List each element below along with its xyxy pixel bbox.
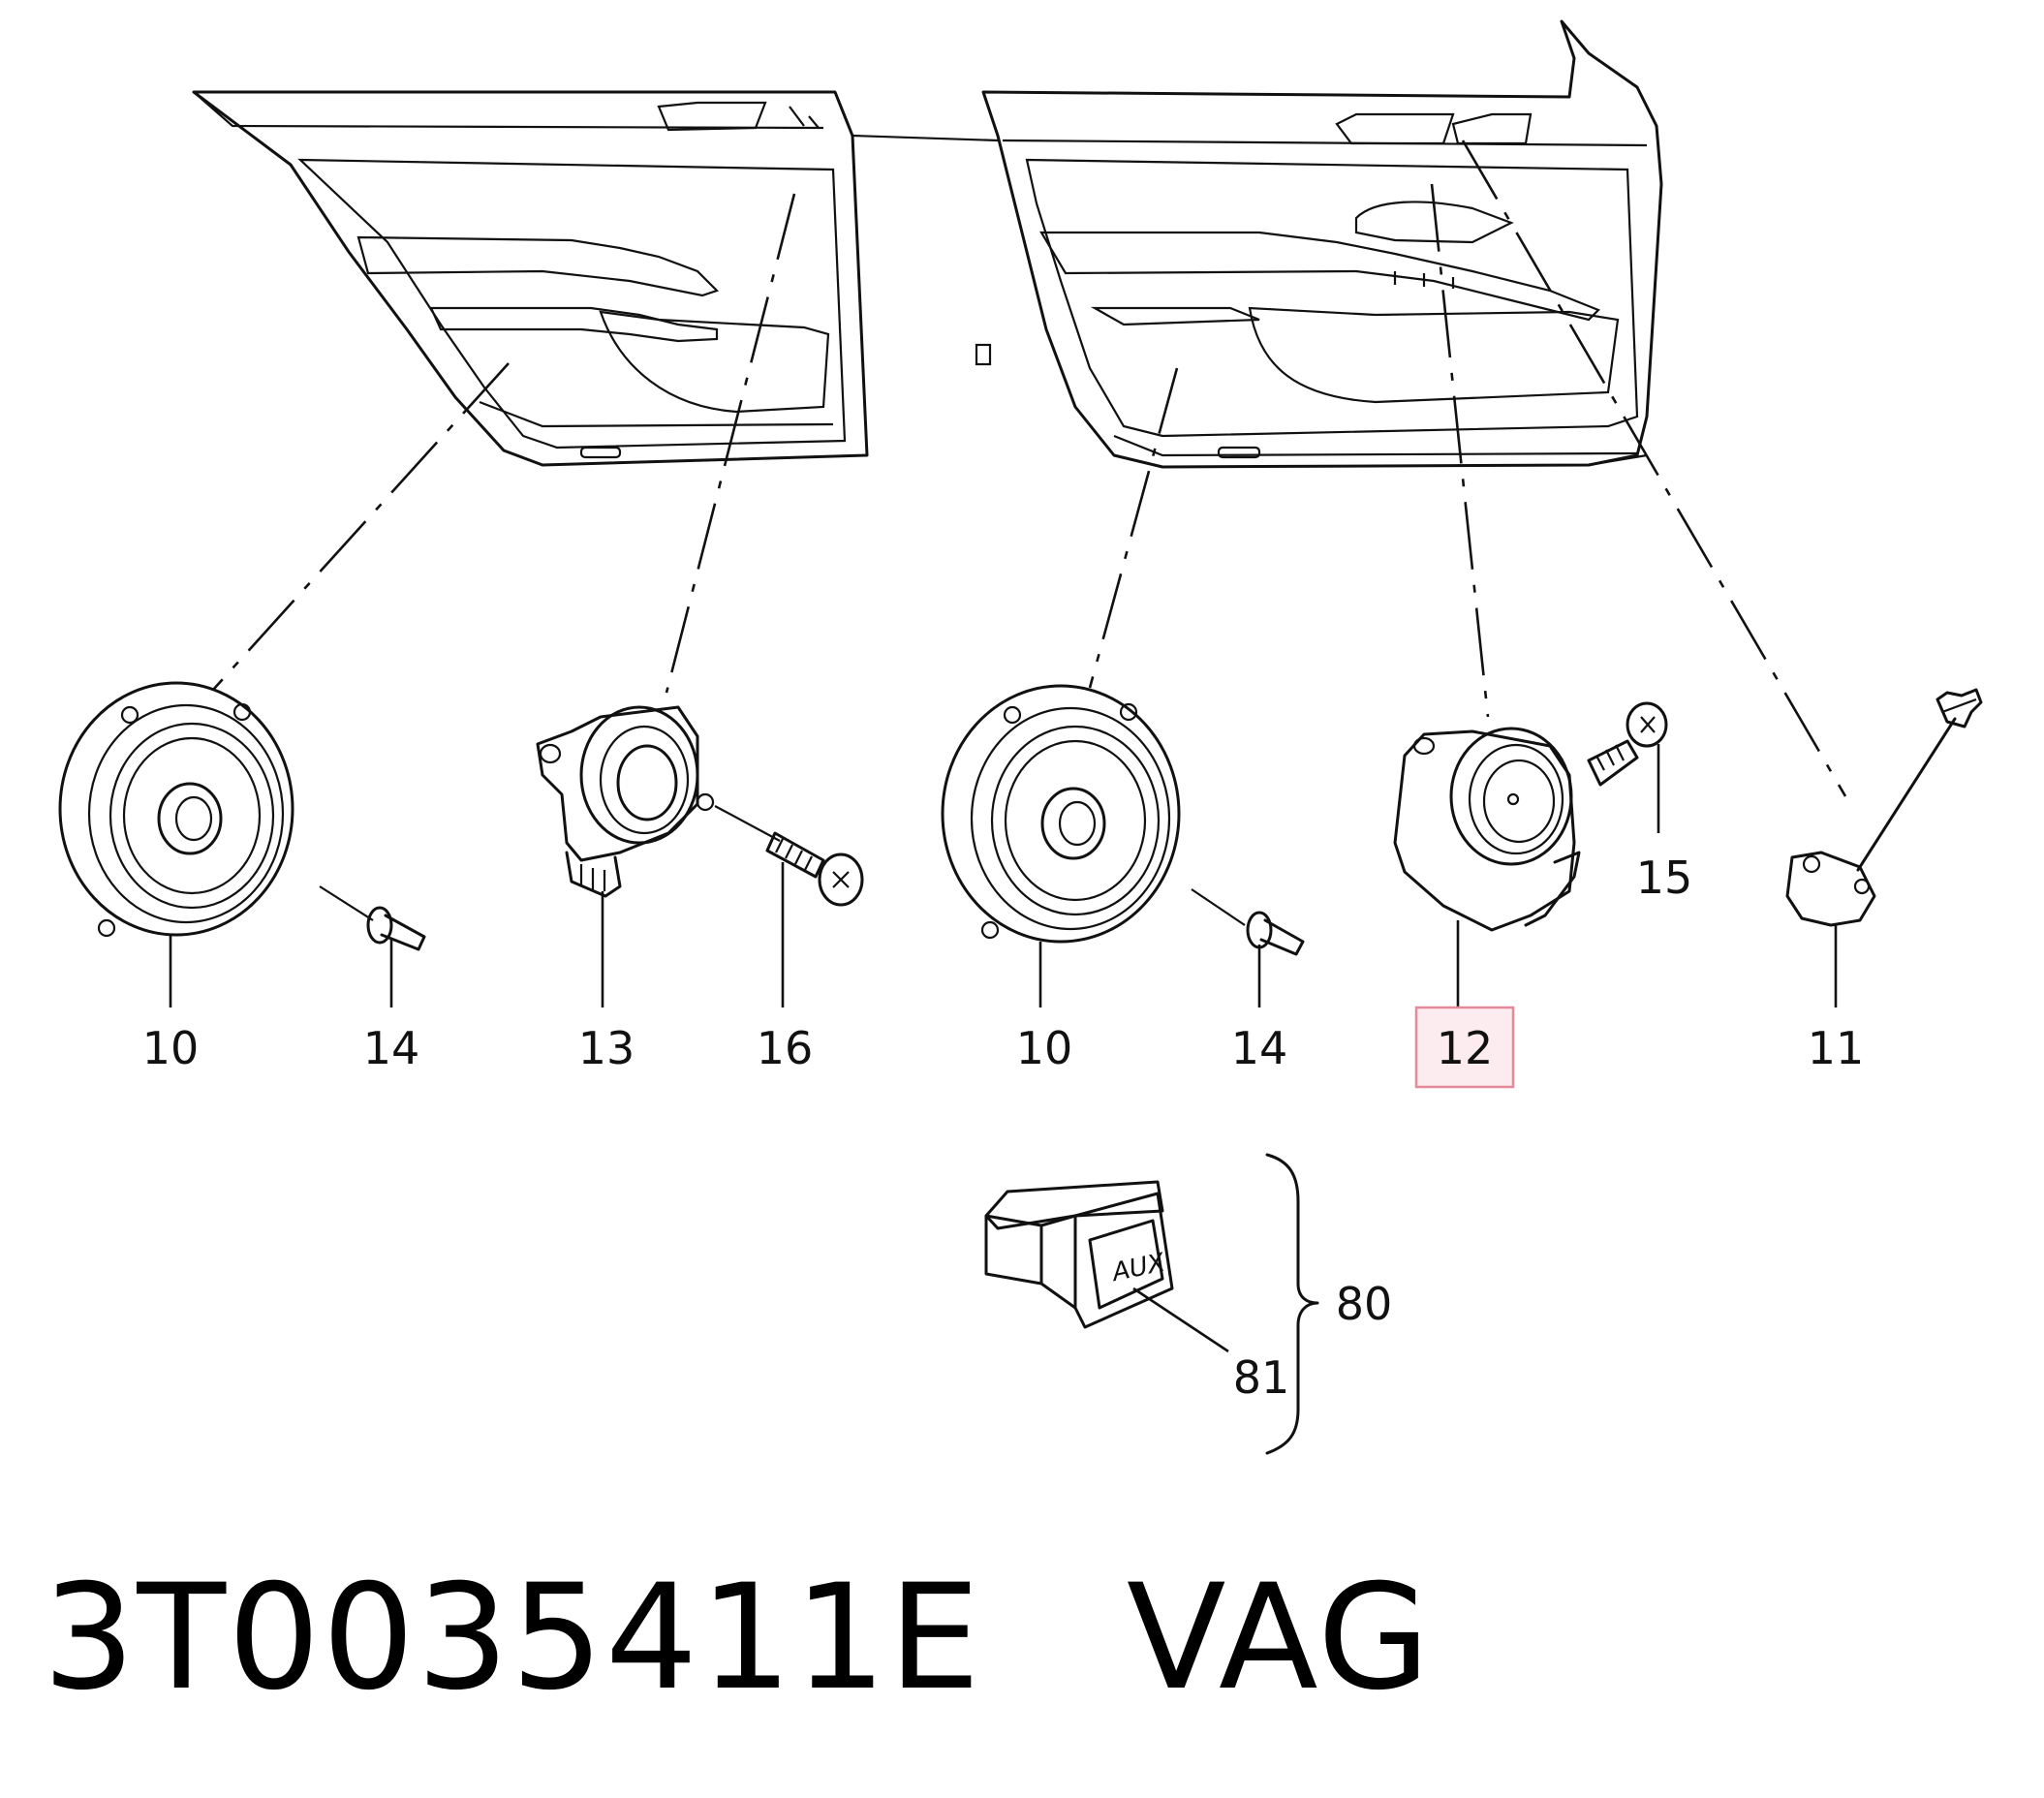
speaker-12 bbox=[1393, 727, 1581, 932]
callout-10-right: 10 bbox=[1016, 1022, 1073, 1074]
callout-15: 15 bbox=[1636, 852, 1693, 904]
woofer-speaker-right bbox=[941, 684, 1181, 944]
aux-connector: AUX bbox=[984, 1180, 1174, 1329]
callout-14-left: 14 bbox=[363, 1022, 420, 1074]
panel-divider bbox=[852, 134, 999, 142]
tweeter-assembly bbox=[536, 705, 715, 898]
rivet-right bbox=[1191, 888, 1305, 956]
callout-16: 16 bbox=[757, 1022, 814, 1074]
highlight-box-12 bbox=[1414, 1006, 1515, 1089]
woofer-speaker-left bbox=[58, 681, 294, 938]
footer-part-number: 3T0035411E VAG bbox=[43, 1566, 1432, 1711]
callout-10-left: 10 bbox=[142, 1022, 200, 1074]
callout-11: 11 bbox=[1808, 1022, 1865, 1074]
lead-81 bbox=[1132, 1286, 1229, 1353]
leader-lines bbox=[212, 140, 1847, 797]
callout-81: 81 bbox=[1233, 1351, 1290, 1404]
aux-label: AUX bbox=[1108, 1248, 1169, 1287]
rivet-left bbox=[319, 885, 426, 951]
front-door-trim-panel bbox=[981, 19, 1663, 469]
brand-text: VAG bbox=[1126, 1554, 1433, 1722]
small-clip-mark bbox=[975, 343, 992, 366]
callout-12: 12 bbox=[1437, 1022, 1494, 1074]
sensor-11 bbox=[1785, 688, 1983, 927]
callout-13: 13 bbox=[578, 1022, 635, 1074]
rear-door-trim-panel bbox=[192, 90, 869, 467]
screw-16 bbox=[714, 805, 864, 907]
group-brace-80 bbox=[1265, 1153, 1319, 1455]
callout-80: 80 bbox=[1336, 1278, 1393, 1330]
screw-15 bbox=[1587, 701, 1668, 787]
part-number-text: 3T0035411E bbox=[43, 1554, 982, 1722]
callout-14-right: 14 bbox=[1231, 1022, 1288, 1074]
